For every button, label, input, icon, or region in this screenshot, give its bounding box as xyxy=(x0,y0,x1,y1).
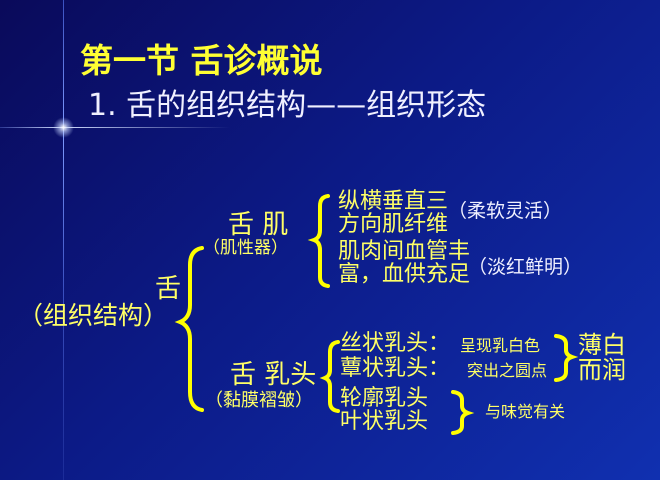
papilla-foliate: 叶状乳头 xyxy=(340,409,429,434)
root-note: （组织结构） xyxy=(18,301,169,330)
decorative-horizontal-line xyxy=(0,127,230,128)
whitish-result: 而润 xyxy=(578,356,626,384)
whitish-result: 薄白 xyxy=(578,331,626,359)
muscle-item-note: （柔软灵活） xyxy=(448,200,563,222)
muscle-item-line: 方向肌纤维 xyxy=(338,212,449,237)
slide-subtitle: 1. 舌的组织结构——组织形态 xyxy=(88,88,487,123)
muscle-item-line: 纵横垂直三 xyxy=(338,189,449,214)
taste-brace xyxy=(451,390,475,435)
papillae-label: 舌 乳头 xyxy=(230,360,317,390)
slide-title: 第一节 舌诊概说 xyxy=(80,41,323,80)
papillae-note: （黏膜褶皱） xyxy=(205,390,313,411)
papilla-filiform: 丝状乳头： xyxy=(340,331,451,356)
muscle-note: （肌性器） xyxy=(203,238,288,258)
papilla-note: 突出之圆点 xyxy=(467,361,548,380)
muscle-item-note: （淡红鲜明） xyxy=(468,256,583,278)
taste-result: 与味觉有关 xyxy=(485,402,566,421)
muscle-item-line: 肌肉间血管丰 xyxy=(338,239,471,264)
papilla-circumvallate: 轮廓乳头 xyxy=(340,386,429,411)
whitish-brace xyxy=(554,334,579,382)
muscle-item-line: 富，血供充足 xyxy=(338,262,471,287)
root-label: 舌 xyxy=(155,274,182,304)
decorative-vertical-line xyxy=(63,0,64,480)
star-flare-icon xyxy=(53,117,74,138)
muscle-label: 舌 肌 xyxy=(228,210,289,240)
muscle-brace xyxy=(307,194,330,288)
root-brace xyxy=(174,246,204,412)
papillae-brace xyxy=(319,340,340,413)
papilla-note: 呈现乳白色 xyxy=(460,336,541,355)
papilla-fungiform: 蕈状乳头： xyxy=(340,356,451,381)
